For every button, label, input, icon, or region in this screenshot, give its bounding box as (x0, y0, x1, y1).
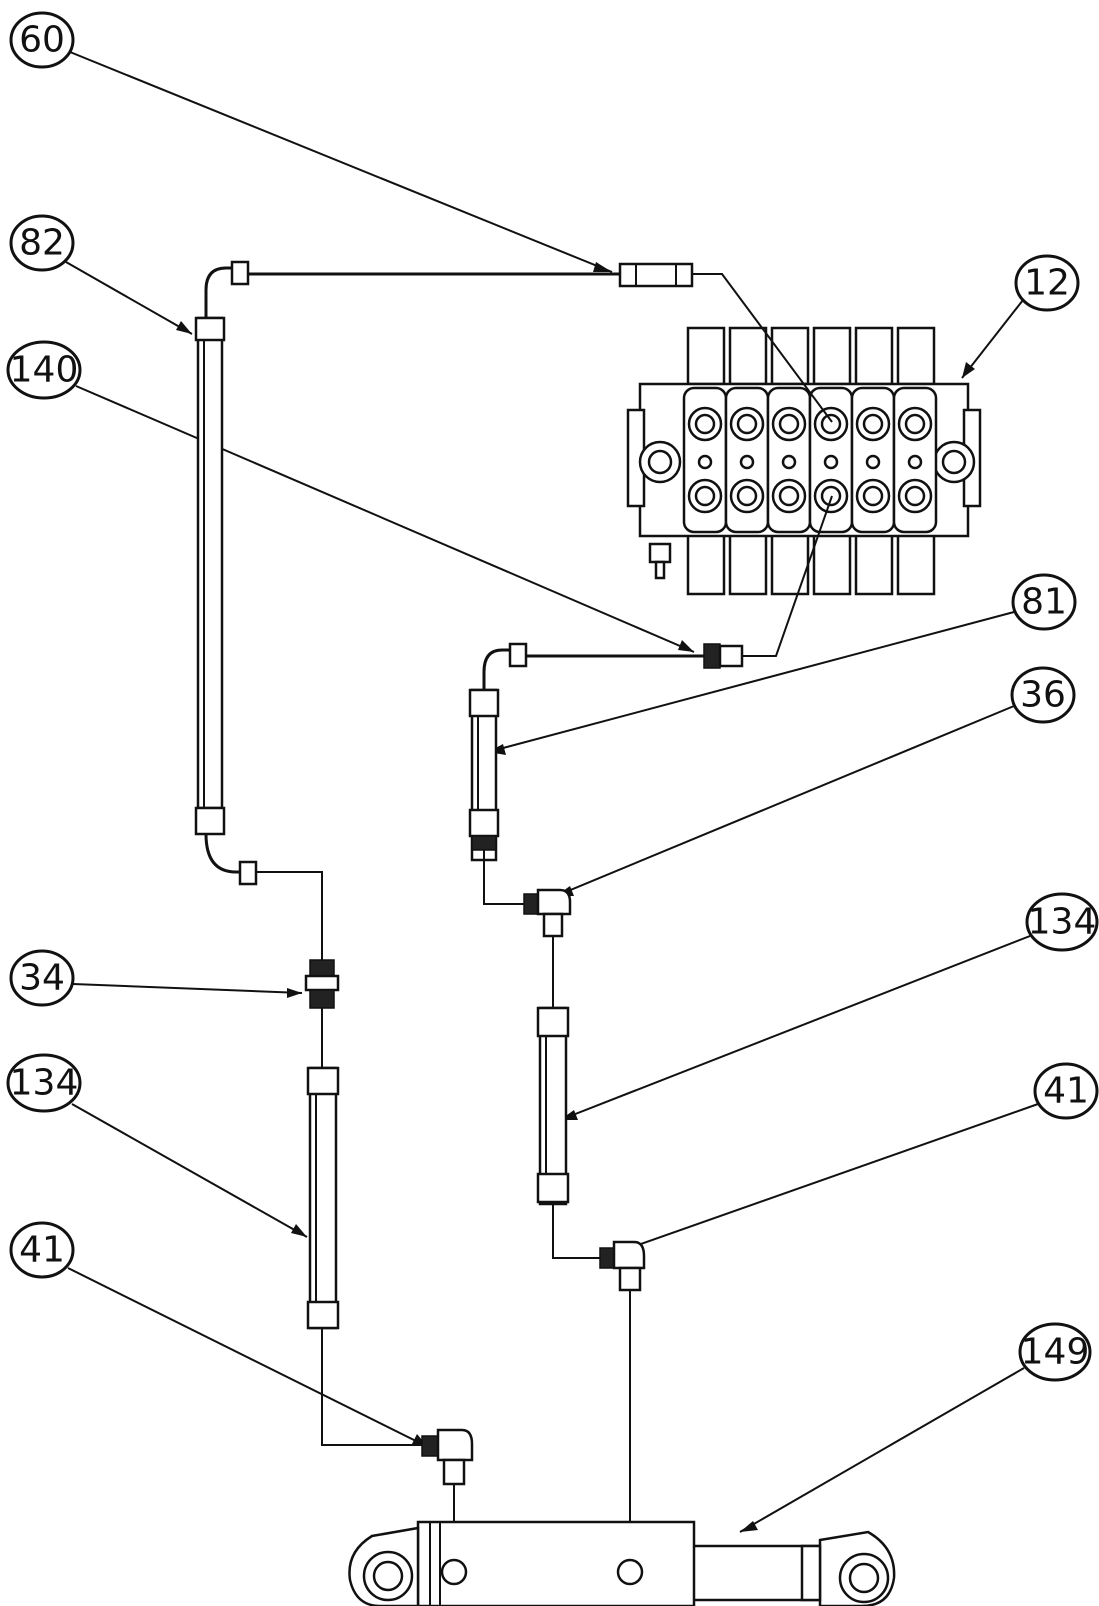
callout-82-label: 82 (19, 223, 65, 264)
callout-41-right: 41 (1033, 1062, 1099, 1120)
leader-149 (739, 1367, 1025, 1533)
left-hose-assembly (194, 260, 833, 1560)
leader-140 (75, 385, 695, 653)
callout-36-label: 36 (1020, 675, 1066, 716)
callout-81: 81 (1011, 573, 1077, 631)
leader-34 (72, 983, 303, 994)
leader-12 (961, 299, 1024, 379)
callout-36: 36 (1010, 666, 1076, 724)
leader-60 (69, 51, 613, 273)
callout-81-label: 81 (1021, 582, 1067, 623)
connector-60 (618, 262, 694, 288)
leader-82 (65, 261, 193, 335)
valve-sections (682, 386, 938, 534)
leader-41-left (67, 1267, 429, 1448)
callout-140-label: 140 (10, 350, 79, 391)
elbow-41-left (421, 1428, 474, 1486)
callout-34-label: 34 (19, 958, 65, 999)
callout-12: 12 (1014, 254, 1080, 312)
adapter-34 (304, 959, 340, 1009)
callout-134-right: 134 (1025, 892, 1099, 952)
leader-81 (487, 611, 1015, 753)
callout-82: 82 (9, 214, 75, 272)
callout-134-left-label: 134 (10, 1063, 79, 1104)
callout-34: 34 (9, 949, 75, 1007)
callout-41-left: 41 (9, 1221, 75, 1279)
callout-140: 140 (6, 340, 82, 400)
callout-149-label: 149 (1021, 1332, 1090, 1373)
leader-41-right (623, 1103, 1039, 1251)
control-valve-bank (626, 326, 982, 596)
valve-spools-bottom (686, 530, 936, 596)
tee-36 (523, 888, 572, 938)
valve-spools-top (686, 326, 936, 386)
callout-60-label: 60 (19, 20, 65, 61)
callout-12-label: 12 (1024, 263, 1070, 304)
hydraulic-cylinder-149 (348, 1520, 896, 1606)
hose-134-left (308, 1066, 338, 1330)
callout-60: 60 (9, 11, 75, 69)
callout-41-left-label: 41 (19, 1230, 65, 1271)
hose-134-right (538, 1006, 568, 1206)
leader-36 (555, 705, 1015, 897)
callout-41-right-label: 41 (1043, 1071, 1089, 1112)
leader-134-left (71, 1103, 308, 1238)
elbow-41-right (599, 1240, 646, 1292)
right-hose-assembly (468, 495, 833, 1560)
callout-149: 149 (1018, 1322, 1092, 1382)
callout-134-left: 134 (6, 1053, 82, 1113)
fitting-140 (703, 643, 744, 669)
callout-134-right-label: 134 (1028, 902, 1097, 943)
leader-134-right (559, 935, 1031, 1121)
hose-82 (196, 316, 224, 810)
